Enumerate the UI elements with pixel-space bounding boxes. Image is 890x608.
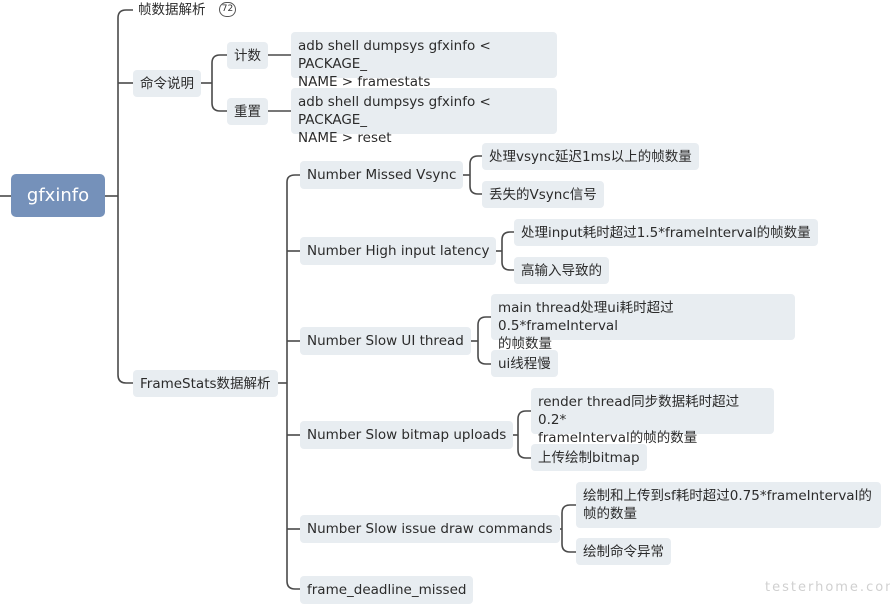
node-command-desc[interactable]: 命令说明 xyxy=(133,70,201,97)
node-slow-ui-desc[interactable]: main thread处理ui耗时超过0.5*frameInterval 的帧数… xyxy=(491,294,795,352)
count-command-line2: NAME > framestats xyxy=(298,74,431,90)
node-missed-vsync-desc[interactable]: 处理vsync延迟1ms以上的帧数量 xyxy=(482,143,699,170)
slow-ui-desc-line2: 的帧数量 xyxy=(498,336,552,352)
node-frame-deadline-missed[interactable]: frame_deadline_missed xyxy=(300,576,474,604)
node-slow-bitmap-uploads[interactable]: Number Slow bitmap uploads xyxy=(300,421,514,449)
slow-issue-desc-line2: 帧的数量 xyxy=(583,506,637,522)
node-high-input-latency[interactable]: Number High input latency xyxy=(300,237,497,265)
node-slow-bitmap-cause[interactable]: 上传绘制bitmap xyxy=(531,444,647,471)
node-slow-issue-desc[interactable]: 绘制和上传到sf耗时超过0.75*frameInterval的 帧的数量 xyxy=(576,482,881,528)
node-frame-data-parse[interactable]: 帧数据解析 xyxy=(138,2,206,18)
node-high-input-desc[interactable]: 处理input耗时超过1.5*frameInterval的帧数量 xyxy=(514,219,818,246)
node-count-command[interactable]: adb shell dumpsys gfxinfo < PACKAGE_ NAM… xyxy=(291,32,557,90)
root-node-gfxinfo[interactable]: gfxinfo xyxy=(11,174,105,217)
node-high-input-cause[interactable]: 高输入导致的 xyxy=(514,257,609,284)
node-slow-ui-cause[interactable]: ui线程慢 xyxy=(491,350,558,377)
node-framestats[interactable]: FrameStats数据解析 xyxy=(133,370,278,397)
slow-ui-desc-line1: main thread处理ui耗时超过0.5*frameInterval xyxy=(498,300,674,334)
node-reset-command[interactable]: adb shell dumpsys gfxinfo < PACKAGE_ NAM… xyxy=(291,88,557,146)
node-slow-issue-draw-commands[interactable]: Number Slow issue draw commands xyxy=(300,515,560,543)
node-count[interactable]: 计数 xyxy=(227,42,268,69)
slow-bitmap-desc-line2: frameInterval的帧的数量 xyxy=(538,430,698,446)
slow-bitmap-desc-line1: render thread同步数据耗时超过0.2* xyxy=(538,394,740,428)
node-reset[interactable]: 重置 xyxy=(227,98,268,125)
reset-command-line2: NAME > reset xyxy=(298,130,392,146)
node-slow-issue-cause[interactable]: 绘制命令异常 xyxy=(576,538,671,565)
count-command-line1: adb shell dumpsys gfxinfo < PACKAGE_ xyxy=(298,38,491,72)
node-missed-vsync-cause[interactable]: 丢失的Vsync信号 xyxy=(482,181,604,208)
node-slow-ui-thread[interactable]: Number Slow UI thread xyxy=(300,327,471,355)
slow-issue-desc-line1: 绘制和上传到sf耗时超过0.75*frameInterval的 xyxy=(583,488,872,504)
watermark-text: testerhome.com xyxy=(765,580,890,595)
node-slow-bitmap-desc[interactable]: render thread同步数据耗时超过0.2* frameInterval的… xyxy=(531,388,774,446)
reset-command-line1: adb shell dumpsys gfxinfo < PACKAGE_ xyxy=(298,94,491,128)
node-missed-vsync[interactable]: Number Missed Vsync xyxy=(300,161,464,189)
topic-count-badge[interactable]: 72 xyxy=(219,2,236,17)
